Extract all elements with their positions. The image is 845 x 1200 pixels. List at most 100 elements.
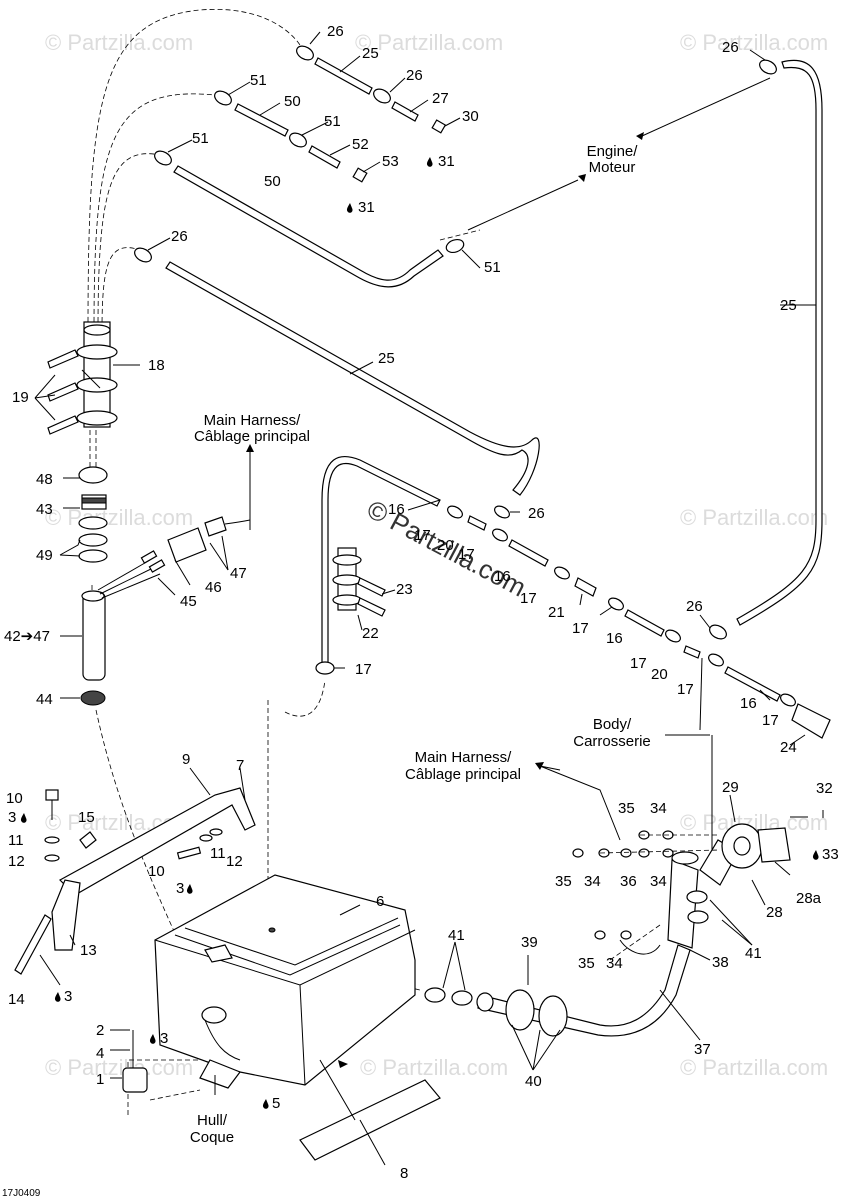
callout: 10 — [148, 863, 165, 880]
fuel-tank — [154, 874, 416, 1086]
clamp-41 — [451, 990, 473, 1006]
callout: 20 — [651, 666, 668, 683]
leader-lines — [34, 31, 824, 1166]
return-hoses — [315, 456, 831, 739]
callout: 39 — [521, 934, 538, 951]
callout: 17 — [355, 661, 372, 678]
filler-neck — [424, 816, 808, 1037]
callout: 28 — [766, 904, 783, 921]
callout: 3 — [160, 1030, 168, 1047]
tank-support — [14, 787, 256, 975]
callout: 5 — [272, 1095, 280, 1112]
callout: 9 — [182, 751, 190, 768]
callout: 20 — [437, 537, 454, 554]
callout: 48 — [36, 471, 53, 488]
watermark: © Partzilla.com — [360, 1055, 508, 1080]
bracket-13 — [51, 879, 81, 951]
bolt-10 — [176, 846, 202, 860]
callout: 17 — [630, 655, 647, 672]
hose-25-right — [736, 59, 823, 626]
callout: 14 — [8, 991, 25, 1008]
callout: 46 — [205, 579, 222, 596]
callout: 17 — [762, 712, 779, 729]
neck-38 — [667, 859, 699, 949]
callout: 45 — [180, 593, 197, 610]
callout: 25 — [378, 350, 395, 367]
pad-1 — [122, 1067, 148, 1093]
fuel-pump-assembly — [47, 321, 227, 706]
callout: 3 — [176, 880, 184, 897]
callout: 35 — [555, 873, 572, 890]
callout: 52 — [352, 136, 369, 153]
callout: 30 — [462, 108, 479, 125]
callout: 26 — [406, 67, 423, 84]
clamp-41 — [687, 910, 709, 924]
callout: 22 — [362, 625, 379, 642]
callout: 16 — [606, 630, 623, 647]
callout: 17 — [572, 620, 589, 637]
callout: 49 — [36, 547, 53, 564]
callout: 18 — [148, 357, 165, 374]
clamp-26 — [296, 45, 314, 61]
drawing-code: 17J0409 — [2, 1188, 41, 1199]
callout: 29 — [722, 779, 739, 796]
callout: 35 — [618, 800, 635, 817]
callout: 12 — [8, 853, 25, 870]
callout: 17 — [677, 681, 694, 698]
note-main-harness-line2: Câblage principal — [194, 428, 310, 445]
ring-49 — [78, 516, 108, 530]
cap-30 — [431, 119, 447, 134]
right-hose — [709, 59, 823, 640]
clamp-41 — [424, 987, 446, 1003]
clamp-26 — [373, 88, 391, 104]
drop-icon — [186, 884, 193, 894]
callout: 41 — [745, 945, 762, 962]
watermark: © Partzilla.com — [680, 1055, 828, 1080]
pump-housing-18 — [83, 321, 111, 428]
hose-50-top — [234, 103, 289, 137]
callout: 37 — [694, 1041, 711, 1058]
callout: 41 — [448, 927, 465, 944]
callout: 33 — [822, 846, 839, 863]
callout: 3 — [8, 809, 16, 826]
callout: 12 — [226, 853, 243, 870]
callout: 26 — [722, 39, 739, 56]
callout: 8 — [400, 1165, 408, 1182]
clamp-51 — [289, 132, 307, 148]
callout: 35 — [578, 955, 595, 972]
watermark: © Partzilla.com — [45, 505, 193, 530]
drop-icon — [812, 850, 819, 860]
callout: 44 — [36, 691, 53, 708]
callout: 43 — [36, 501, 53, 518]
callout: 4 — [96, 1045, 104, 1062]
connector-47 — [204, 516, 227, 537]
callout: 38 — [712, 954, 729, 971]
bolt-14 — [14, 914, 52, 975]
callout: 42➔47 — [4, 628, 50, 645]
clamp-51 — [214, 90, 232, 106]
connector-46 — [167, 527, 207, 563]
note-engine-line2: Moteur — [589, 159, 636, 176]
callout: 1 — [96, 1071, 104, 1088]
callout: 2 — [96, 1022, 104, 1039]
clamp-41 — [686, 890, 708, 904]
watermark: © Partzilla.com — [45, 30, 193, 55]
callout: 32 — [816, 780, 833, 797]
clamp-26 — [134, 247, 152, 263]
callout: 34 — [606, 955, 623, 972]
callout: 27 — [432, 90, 449, 107]
note-main-harness-line1: Main Harness/ — [204, 412, 302, 429]
cap-53 — [352, 167, 368, 183]
cap-28a — [757, 827, 791, 863]
filter-21 — [574, 577, 597, 597]
callout: 26 — [171, 228, 188, 245]
clamp-51 — [154, 150, 172, 166]
routing-lines — [87, 8, 661, 1115]
note-engine-line1: Engine/ — [587, 143, 639, 160]
callout: 11 — [210, 845, 226, 862]
drop-icon — [426, 157, 433, 167]
watermark: © Partzilla.com — [680, 30, 828, 55]
watermark: © Partzilla.com — [680, 505, 828, 530]
